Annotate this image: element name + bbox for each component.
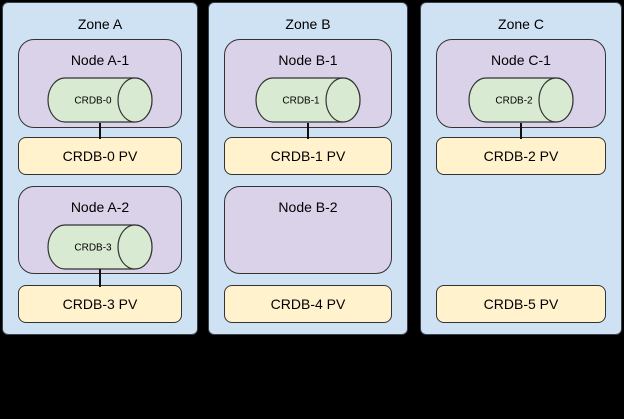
connector-line	[520, 123, 522, 139]
zone-label: Zone B	[285, 16, 331, 32]
node-box-a1: Node A-1 CRDB-0	[18, 39, 182, 128]
node-box-c1: Node C-1 CRDB-2	[436, 39, 606, 128]
node-box-b2-empty: Node B-2	[224, 186, 392, 274]
pod-label: CRDB-0	[74, 96, 112, 107]
pv-box: CRDB-1 PV	[224, 137, 392, 175]
pv-label: CRDB-4 PV	[270, 296, 346, 312]
node-label: Node A-2	[70, 199, 130, 215]
pv-box: CRDB-5 PV	[436, 285, 606, 323]
zone-b: Zone B Node B-1 CRDB-1 CRDB-1 PV Node B-…	[208, 2, 408, 335]
connector-line	[307, 123, 309, 139]
connector-line	[99, 123, 101, 139]
node-label: Node B-1	[278, 52, 338, 68]
node-label: Node C-1	[491, 52, 551, 68]
pod-cylinder: CRDB-2	[468, 77, 574, 123]
pod-cylinder: CRDB-0	[47, 77, 153, 123]
pod-label: CRDB-3	[74, 243, 112, 254]
pv-label: CRDB-5 PV	[483, 296, 559, 312]
pv-label: CRDB-2 PV	[483, 148, 559, 164]
pod-cylinder: CRDB-3	[47, 224, 153, 270]
pod-label: CRDB-2	[495, 96, 533, 107]
zone-c: Zone C Node C-1 CRDB-2 CRDB-2 PV CRDB-5 …	[420, 2, 622, 335]
pv-label: CRDB-0 PV	[62, 148, 138, 164]
pod-cylinder: CRDB-1	[255, 77, 361, 123]
pv-box: CRDB-4 PV	[224, 285, 392, 323]
connector-line	[99, 269, 101, 287]
zone-label: Zone C	[498, 16, 544, 32]
pv-label: CRDB-3 PV	[62, 296, 138, 312]
zone-a: Zone A Node A-1 CRDB-0 CRDB-0 PV Node A-…	[2, 2, 198, 335]
pv-box: CRDB-0 PV	[18, 137, 182, 175]
pv-label: CRDB-1 PV	[270, 148, 346, 164]
node-box-b1: Node B-1 CRDB-1	[224, 39, 392, 128]
zone-label: Zone A	[77, 16, 123, 32]
node-label: Node B-2	[278, 199, 338, 215]
node-label: Node A-1	[70, 52, 130, 68]
pv-box: CRDB-3 PV	[18, 285, 182, 323]
pv-box: CRDB-2 PV	[436, 137, 606, 175]
pod-label: CRDB-1	[282, 96, 320, 107]
node-box-a2: Node A-2 CRDB-3	[18, 186, 182, 274]
